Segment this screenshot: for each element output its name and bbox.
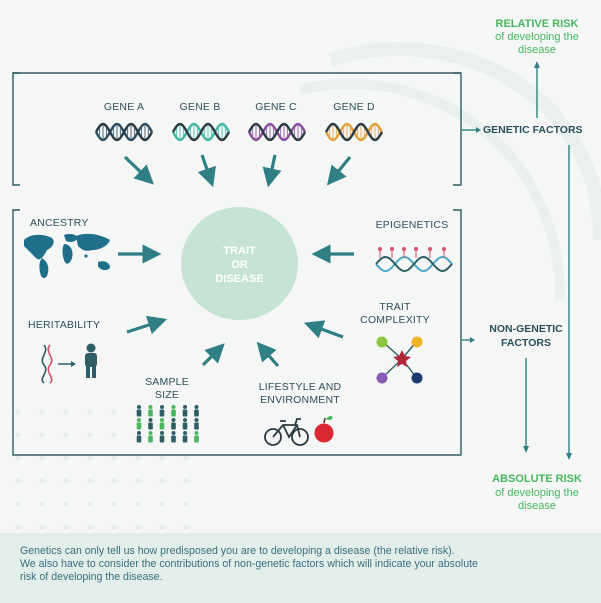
sample-size-line-2: SIZE [154, 389, 180, 402]
epigenetics-dna-icon [375, 247, 453, 273]
heritability-label: HERITABILITY [28, 319, 101, 331]
sample-size-people-icon [136, 405, 199, 443]
arrow-gene-c [262, 154, 282, 188]
world-map-icon [24, 233, 110, 279]
trait-complexity-line-2: COMPLEXITY [360, 314, 430, 327]
trait-line-1: TRAIT [223, 245, 256, 257]
absolute-risk-title: ABSOLUTE RISK [492, 473, 582, 485]
footer-line-3: risk of developing the disease. [20, 571, 163, 584]
trait-complexity-label: TRAIT COMPLEXITY [355, 301, 435, 327]
trait-line-2: OR [231, 258, 248, 271]
footer-panel [0, 533, 601, 603]
trait-or-disease-circle [181, 207, 298, 320]
arrow-heritability [126, 315, 168, 335]
arrow-sample-size [201, 343, 225, 367]
sample-size-label: SAMPLE SIZE [137, 376, 197, 402]
dna-helix-gene-b-icon [171, 122, 231, 142]
arrow-trait-complexity [303, 320, 344, 339]
absolute-risk-line-2: disease [518, 500, 556, 512]
footer-text: Genetics can only tell us how predispose… [20, 545, 590, 585]
gene-d-label: GENE D [333, 101, 375, 113]
lifestyle-line-2: ENVIRONMENT [260, 394, 340, 407]
lifestyle-label: LIFESTYLE AND ENVIRONMENT [248, 381, 352, 407]
trait-line-3: DISEASE [215, 272, 264, 285]
non-genetic-line-1: NON-GENETIC [489, 323, 563, 335]
non-genetic-box [12, 209, 462, 456]
heritability-icon [41, 343, 97, 384]
epigenetics-label: EPIGENETICS [375, 219, 449, 231]
genetic-box-right-bracket [453, 72, 462, 186]
genetic-factors-label: GENETIC FACTORS [483, 124, 583, 136]
non-genetic-factors-label: NON-GENETIC FACTORS [478, 323, 574, 350]
non-genetic-line-2: FACTORS [501, 336, 551, 349]
relative-risk-line-1: of developing the [495, 31, 579, 43]
arrow-gene-d [326, 155, 352, 186]
apple-icon [314, 415, 334, 443]
arrow-gene-b [197, 154, 216, 188]
footer-line-2: We also have to consider the contributio… [20, 558, 478, 571]
bicycle-icon [264, 418, 309, 446]
relative-risk-line-2: disease [518, 44, 556, 56]
dna-helix-gene-d-icon [324, 122, 384, 142]
dna-helix-gene-a-icon [94, 122, 154, 142]
arrow-lifestyle [256, 341, 280, 368]
gene-b-label: GENE B [179, 101, 221, 113]
gene-c-label: GENE C [255, 101, 297, 113]
trait-complexity-line-1: TRAIT [379, 301, 411, 313]
lifestyle-line-1: LIFESTYLE AND [258, 381, 342, 393]
footer-line-1: Genetics can only tell us how predispose… [20, 545, 455, 557]
trait-complexity-icon [376, 336, 423, 384]
sample-size-line-1: SAMPLE [145, 376, 189, 388]
ancestry-label: ANCESTRY [30, 217, 89, 229]
arrow-gene-a [123, 155, 154, 185]
absolute-risk-line-1: of developing the [495, 487, 579, 499]
trait-label: TRAIT OR DISEASE [181, 245, 298, 286]
relative-risk-title: RELATIVE RISK [495, 18, 579, 30]
gene-a-label: GENE A [103, 101, 145, 113]
dna-helix-gene-c-icon [247, 122, 307, 142]
